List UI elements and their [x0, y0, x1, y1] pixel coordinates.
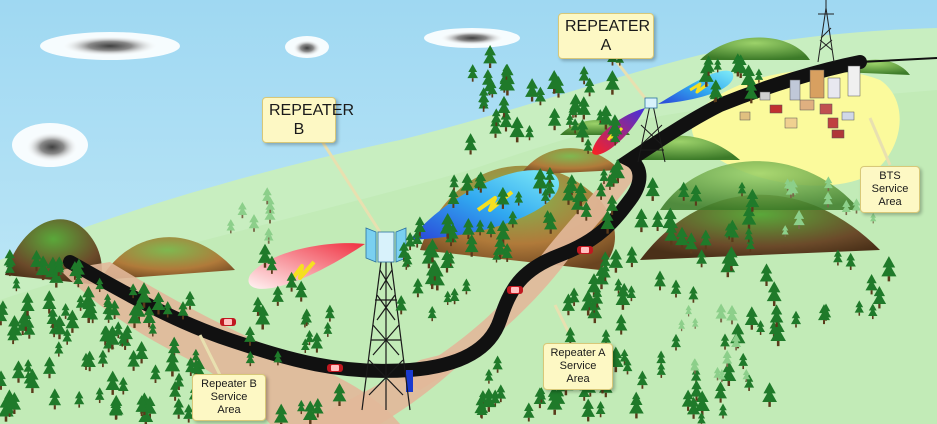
- repeater-b-area-line2: Service: [210, 391, 248, 403]
- bts-area-line3: Area: [878, 196, 902, 208]
- repeater-a-area-line3: Area: [566, 373, 590, 385]
- bts-area-line2: Service: [871, 183, 909, 195]
- repeater-a-label: REPEATER A: [558, 13, 654, 59]
- repeater-b-service-area-label: Repeater B Service Area: [192, 374, 266, 421]
- repeater-b-label-line2: B: [293, 121, 305, 138]
- clouds: [12, 28, 520, 167]
- repeater-a-label-line2: A: [600, 37, 612, 54]
- repeater-a-area-line1: Repeater A: [550, 347, 606, 359]
- bts-area-line1: BTS: [879, 170, 901, 182]
- equipment-box: [406, 370, 413, 392]
- road: [63, 55, 867, 378]
- bts-tower: [817, 0, 835, 63]
- repeater-b-area-line3: Area: [217, 404, 241, 416]
- bts-service-area-label: BTS Service Area: [860, 166, 920, 213]
- repeater-b-area-line1: Repeater B: [201, 378, 257, 390]
- town-buildings: [739, 65, 861, 139]
- repeater-a-label-line1: REPEATER: [565, 18, 651, 35]
- repeater-a-area-line2: Service: [559, 360, 597, 372]
- repeater-b-label: REPEATER B: [262, 97, 355, 143]
- repeater-a-service-area-label: Repeater A Service Area: [543, 343, 613, 390]
- repeater-b-label-line1: REPEATER: [269, 102, 355, 119]
- repeater-a-tower: [637, 97, 666, 163]
